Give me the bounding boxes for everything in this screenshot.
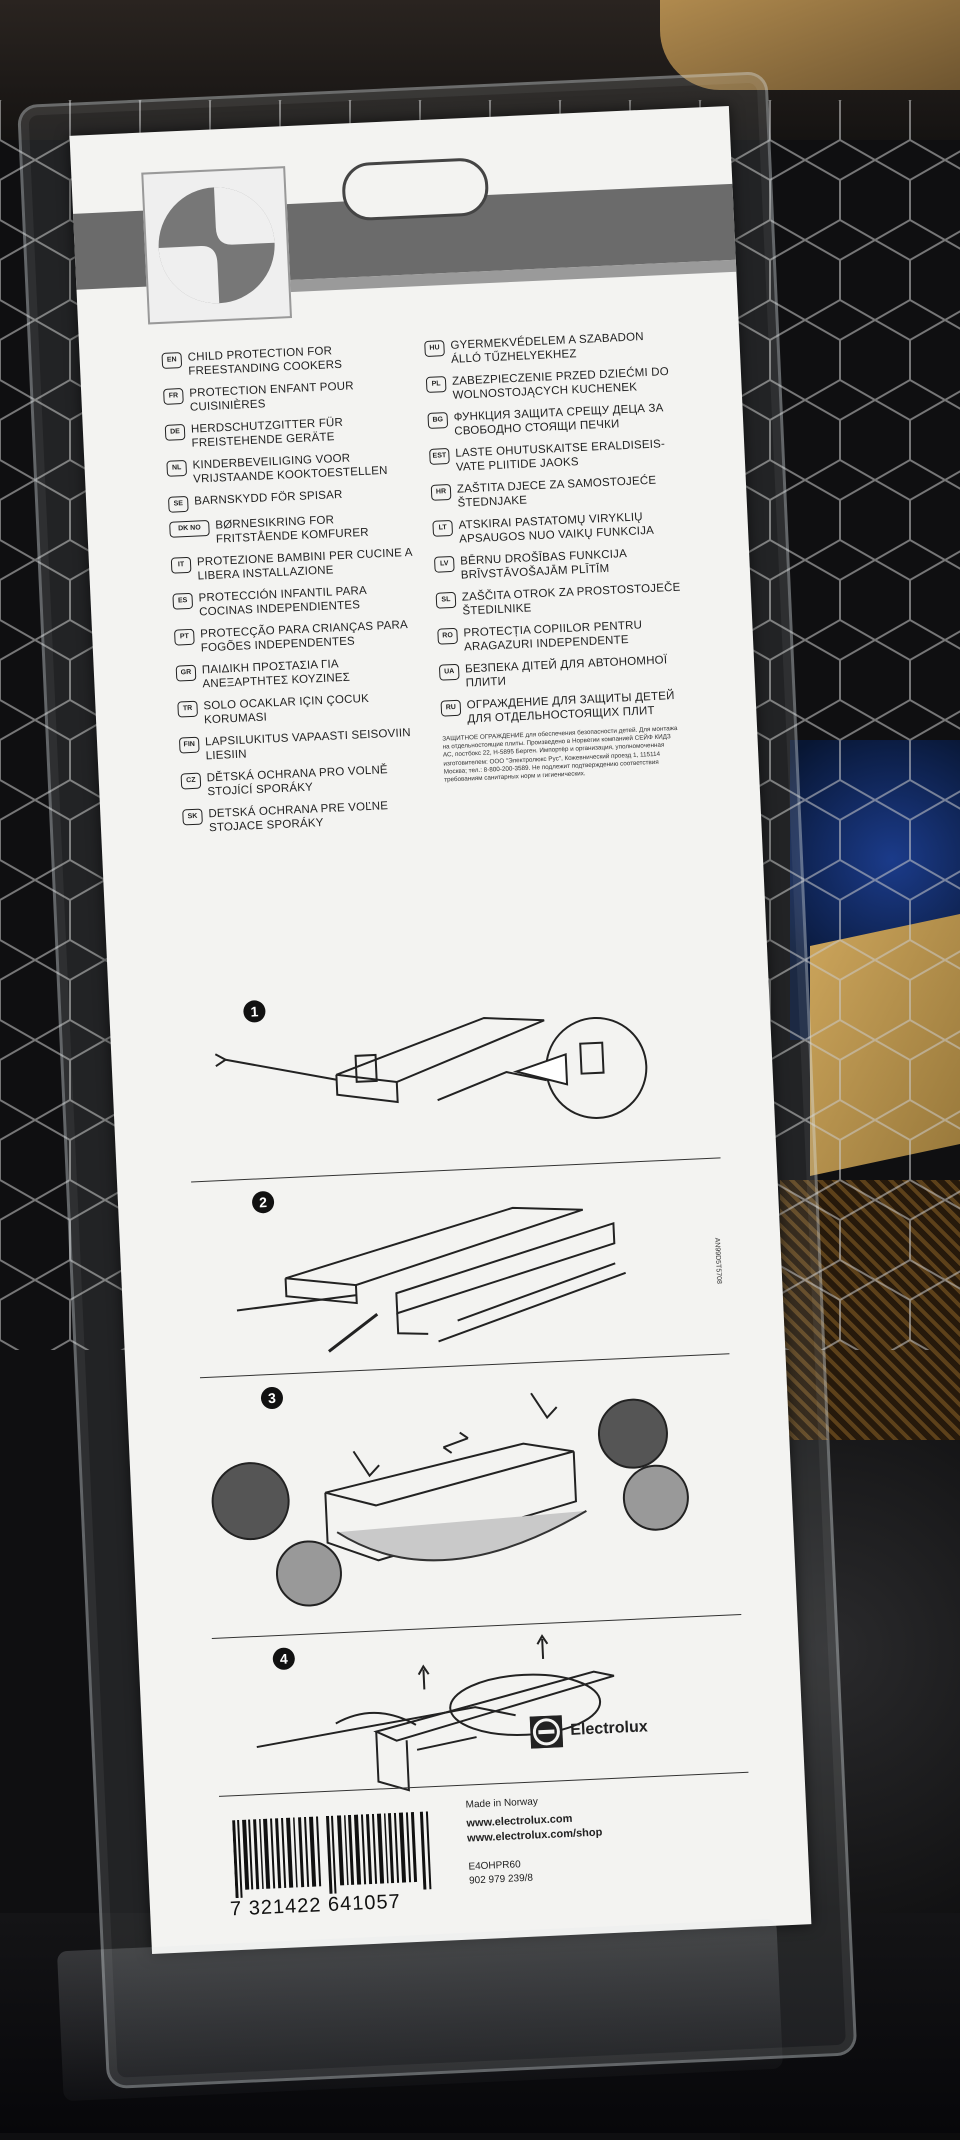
electrolux-brand: Electrolux [529, 1711, 649, 1749]
step-4-illustration [256, 1634, 615, 1792]
language-code-badge: PT [174, 628, 195, 646]
language-text: CHILD PROTECTION FOR FREESTANDING COOKER… [187, 345, 343, 378]
language-entry: FR PROTECTION ENFANT POUR CUISINIÈRES [163, 377, 414, 416]
language-code-badge: FR [163, 388, 184, 405]
step-4: 4 [212, 1615, 750, 1834]
language-text: HERDSCHUTZGITTER FÜR FREISTEHENDE GERÄTE [190, 416, 344, 450]
language-code-badge: GR [175, 664, 197, 682]
language-code-badge: IT [170, 556, 192, 574]
electrolux-logo-large [141, 166, 293, 325]
language-code-badge: DK NO [169, 519, 210, 538]
language-text: PROTECÇÃO PARA CRIANÇAS PARA FOGÕES INDE… [199, 619, 408, 655]
language-code-badge: EST [429, 448, 450, 465]
step-2-illustration [236, 1206, 627, 1353]
language-text: BĒRNU DROŠĪBAS FUNKCIJA BRĪVSTĀVOŠAJĀM P… [459, 548, 627, 582]
language-entry: SK DETSKÁ OCHRANA PRE VOĽNE STOJACE SPORÁ… [182, 797, 433, 836]
language-code-badge: SE [167, 495, 189, 513]
language-text: ОГРАЖДЕНИЕ ДЛЯ ЗАЩИТЫ ДЕТЕЙ ДЛЯ ОТДЕЛЬНО… [466, 690, 675, 726]
language-code-badge: ES [172, 592, 194, 610]
language-text: ΠΑΙΔΙΚΗ ΠΡΟΣΤΑΣΙΑ ΓΙΑ ΑΝΕΞΑΡΤΗΤΕΣ ΚΟΥΖΙΝ… [201, 658, 351, 691]
hanger-hole [341, 156, 490, 222]
language-code-badge: PL [425, 376, 447, 393]
language-text: БЕЗПЕКА ДІТЕЙ ДЛЯ АВТОНОМНОЇ ПЛИТИ [464, 654, 668, 690]
electrolux-logo-icon [529, 1715, 564, 1749]
language-text: GYERMEKVÉDELEM A SZABADON ÁLLÓ TŰZHELYEK… [450, 331, 645, 366]
language-text: DETSKÁ OCHRANA PRE VOĽNE STOJACE SPORÁKY [208, 800, 389, 835]
language-code-badge: HR [430, 483, 452, 501]
card-header [70, 106, 738, 336]
language-code-badge: UA [438, 663, 460, 681]
language-text: ATSKIRAI PASTATOMŲ VIRYKLIŲ APSAUGOS NUO… [458, 511, 655, 546]
language-code-badge: RO [437, 627, 458, 645]
language-entry: RO PROTECȚIA COPIILOR PENTRU ARAGAZURI IN… [437, 616, 688, 655]
step-1: 1 [182, 967, 721, 1183]
language-code-badge: TR [177, 700, 198, 718]
language-text: PROTEZIONE BAMBINI PER CUCINE A LIBERA I… [196, 546, 413, 583]
language-text: ZABEZPIECZENIE PRZED DZIEĆMI DO WOLNOSTO… [451, 365, 670, 402]
language-code-badge: RU [440, 699, 462, 717]
language-code-badge: EN [161, 352, 183, 369]
language-entry: DK NO BØRNESIKRING FOR FRITSTÅENDE KOMFUR… [169, 509, 420, 548]
language-text: ZAŠČITA OTROK ZA PROSTOSTOJEČE ŠTEDILNIK… [461, 581, 681, 618]
language-code-badge: DE [164, 423, 186, 441]
language-code-badge: HU [424, 340, 445, 358]
language-entry: TR SOLO OCAKLAR IÇIN ÇOCUK KORUMASI [177, 689, 428, 728]
language-code-badge: SK [182, 808, 203, 826]
language-column-right: HU GYERMEKVÉDELEM A SZABADON ÁLLÓ TŰZHELY… [424, 329, 694, 785]
language-text: PROTECTION ENFANT POUR CUISINIÈRES [189, 380, 355, 414]
step-1-illustration [214, 1016, 648, 1119]
language-code-badge: NL [166, 459, 188, 477]
background-wood [810, 914, 960, 1176]
language-code-badge: FIN [178, 736, 200, 754]
russian-fine-print: ЗАЩИТНОЕ ОГРАЖДЕНИЕ для обеспечения безо… [442, 724, 678, 784]
language-text: ZAŠTITA DJECE ZA SAMOSTOJEĆE ŠTEDNJAKE [456, 474, 657, 510]
language-entry: HU GYERMEKVÉDELEM A SZABADON ÁLLÓ TŰZHELY… [424, 329, 675, 368]
background-cloth [660, 0, 960, 90]
language-code-badge: LT [432, 519, 454, 537]
brand-name: Electrolux [569, 1718, 649, 1739]
language-text: PROTECCIÓN INFANTIL PARA COCINAS INDEPEN… [198, 584, 367, 619]
instruction-steps: 1 2 [182, 967, 750, 1834]
step-2: 2 [191, 1158, 730, 1379]
language-text: LASTE OHUTUSKAITSE ERALDISEIS-VATE PLIIT… [455, 438, 666, 474]
product-info: Made in Norway www.electrolux.com www.el… [465, 1790, 689, 1889]
language-code-badge: SL [435, 591, 457, 609]
language-text: BARNSKYDD FÖR SPISAR [193, 488, 343, 508]
language-text: SOLO OCAKLAR IÇIN ÇOCUK KORUMASI [203, 692, 370, 727]
step-3-illustration [211, 1392, 689, 1607]
language-code-badge: BG [427, 412, 449, 429]
barcode [232, 1811, 432, 1899]
language-text: LAPSILUKITUS VAPAASTI SEISOVIIN LIESIIN [204, 727, 412, 763]
language-code-badge: LV [433, 555, 455, 573]
language-entry: EST LASTE OHUTUSKAITSE ERALDISEIS-VATE PL… [429, 437, 680, 476]
language-text: KINDERBEVEILIGING VOOR VRIJSTAANDE KOOKT… [192, 452, 388, 486]
language-text: DĚTSKÁ OCHRANA PRO VOLNĚ STOJÍCÍ SPORÁKY [206, 764, 389, 799]
language-code-badge: CZ [180, 772, 202, 790]
step-3: 3 [200, 1354, 742, 1639]
language-text: ФУНКЦИЯ ЗАЩИТА СРЕЩУ ДЕЦА ЗА СВОБОДНО СТ… [453, 402, 664, 438]
language-text: PROTECȚIA COPIILOR PENTRU ARAGAZURI INDE… [463, 619, 643, 654]
language-text: BØRNESIKRING FOR FRITSTÅENDE KOMFURER [215, 514, 369, 546]
